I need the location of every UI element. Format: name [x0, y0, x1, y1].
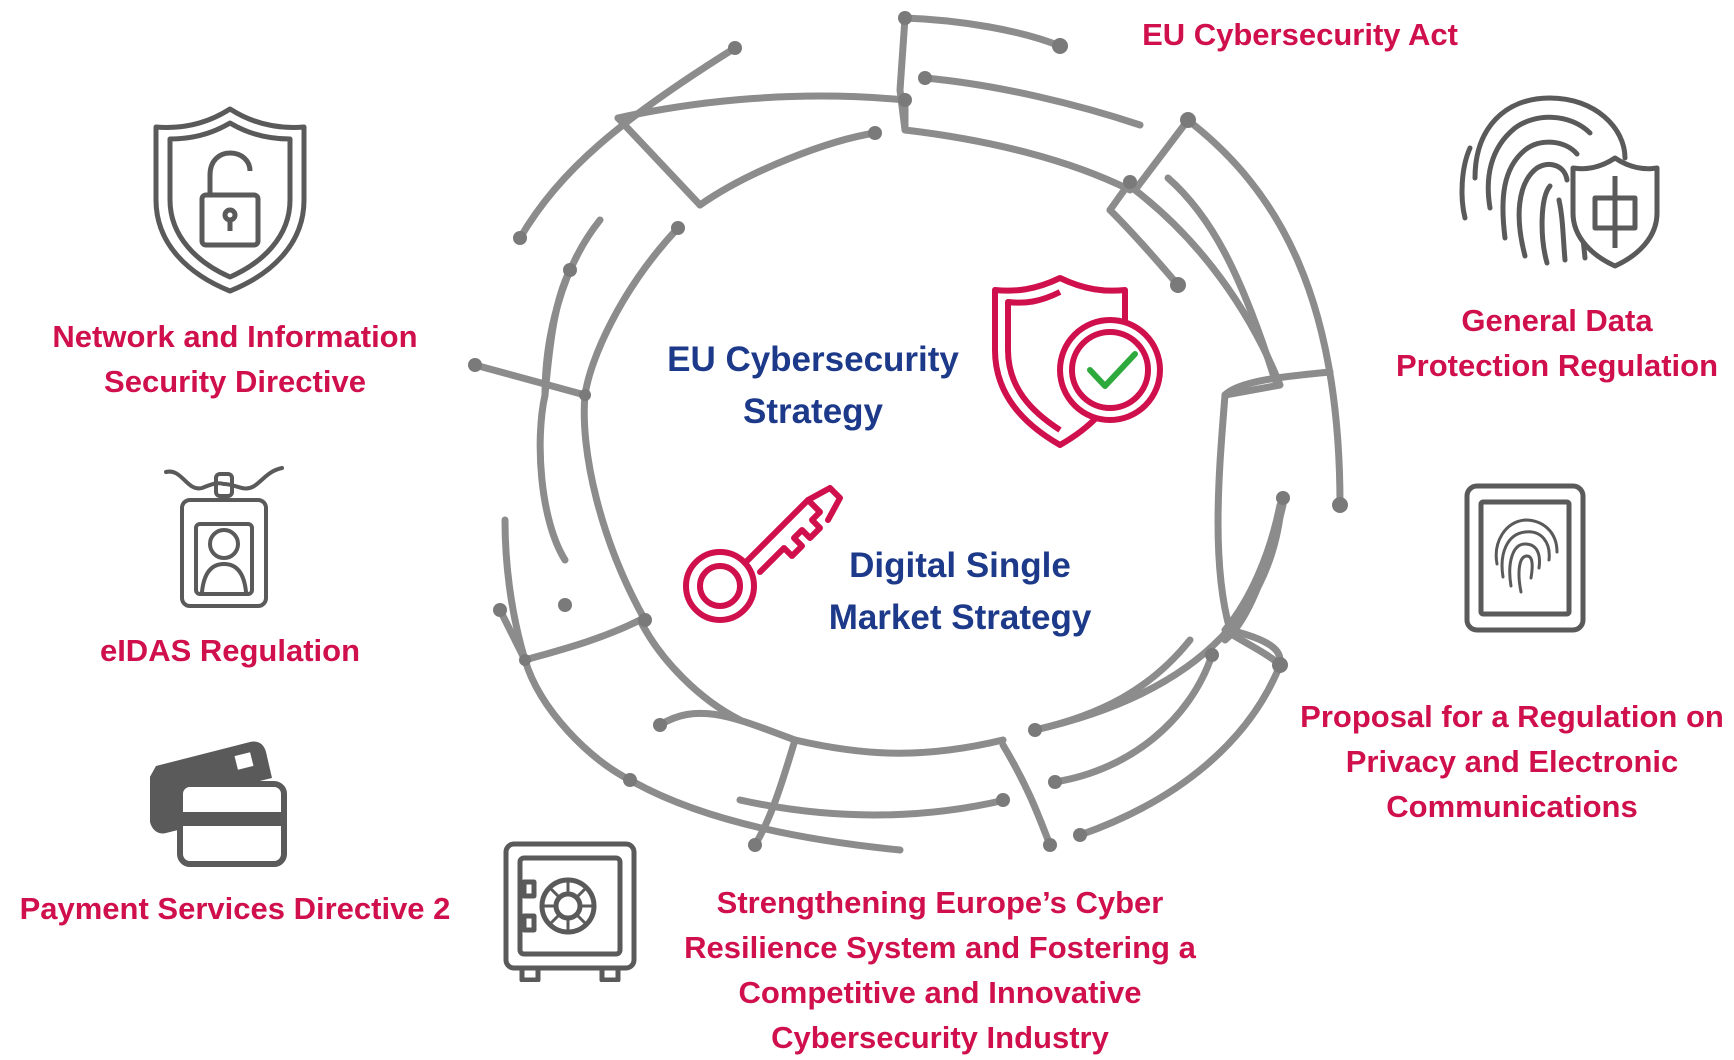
eu-cybersecurity-act-label: EU Cybersecurity Act [1130, 12, 1470, 57]
eprivacy-line-2: Privacy and Electronic [1345, 744, 1679, 779]
cyber-act-text: EU Cybersecurity Act [1142, 17, 1458, 52]
nis-line-1: Network and Information [52, 319, 418, 354]
psd2-label: Payment Services Directive 2 [0, 886, 470, 931]
strategy-line-1: EU Cybersecurity [667, 340, 959, 379]
shield-check-icon [992, 275, 1163, 448]
eidas-label: eIDAS Regulation [40, 628, 420, 673]
credit-card-icon [150, 741, 287, 867]
resilience-line-1: Strengthening Europe’s Cyber [716, 885, 1164, 920]
eprivacy-line-3: Communications [1386, 789, 1638, 824]
safe-icon [503, 841, 637, 982]
eprivacy-label: Proposal for a Regulation on Privacy and… [1290, 694, 1734, 829]
resilience-line-4: Cybersecurity Industry [771, 1020, 1109, 1055]
psd2-text: Payment Services Directive 2 [19, 891, 451, 926]
nis-directive-label: Network and Information Security Directi… [20, 314, 450, 404]
id-badge-icon [164, 466, 284, 608]
market-line-2: Market Strategy [828, 598, 1092, 637]
nis-line-2: Security Directive [104, 364, 366, 399]
gdpr-label: General Data Protection Regulation [1380, 298, 1734, 388]
market-line-1: Digital Single [849, 546, 1071, 585]
shield-lock-icon [153, 106, 307, 294]
strategy-line-2: Strategy [742, 392, 884, 431]
eidas-text: eIDAS Regulation [99, 633, 361, 668]
eu-cybersecurity-strategy-label: EU Cybersecurity Strategy [648, 334, 978, 438]
fingerprint-shield-icon [1459, 95, 1660, 269]
key-icon [683, 485, 843, 623]
fingerprint-tablet-icon [1464, 483, 1586, 633]
resilience-line-3: Competitive and Innovative [738, 975, 1142, 1010]
cyber-resilience-label: Strengthening Europe’s Cyber Resilience … [660, 880, 1220, 1060]
digital-single-market-label: Digital Single Market Strategy [800, 540, 1120, 644]
gdpr-line-2: Protection Regulation [1395, 348, 1719, 383]
resilience-line-2: Resilience System and Fostering a [684, 930, 1196, 965]
eprivacy-line-1: Proposal for a Regulation on [1300, 699, 1724, 734]
gdpr-line-1: General Data [1461, 303, 1653, 338]
